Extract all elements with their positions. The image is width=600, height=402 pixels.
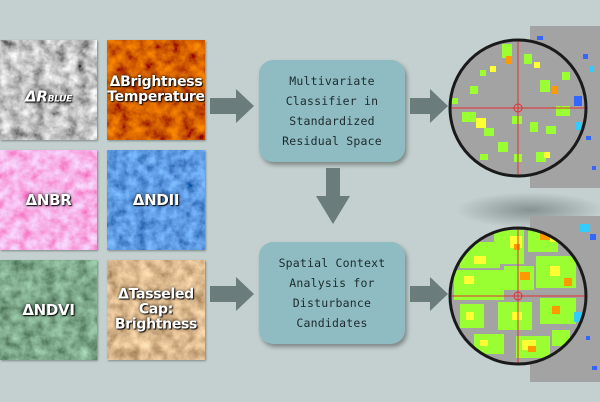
tile-label-brightness-temperature: ΔBrightness Temperature bbox=[107, 74, 205, 105]
texture-magenta bbox=[0, 150, 97, 250]
spatial-result-map bbox=[448, 216, 600, 382]
texture-red bbox=[107, 40, 205, 140]
tile-label-nbr: ΔNBR bbox=[25, 191, 72, 209]
lens-rim bbox=[448, 226, 588, 366]
arrow-inputs-to-spatial bbox=[210, 277, 254, 311]
disturbance-pixels bbox=[454, 228, 586, 358]
classifier-box: Multivariate Classifier in Standardized … bbox=[259, 60, 405, 162]
tile-r-blue: ΔRBLUE bbox=[0, 40, 97, 140]
classified-pixels bbox=[452, 44, 582, 162]
arrow-inputs-to-classifier bbox=[210, 89, 254, 123]
arrow-classifier-to-result bbox=[410, 89, 448, 123]
arrow-spatial-to-result bbox=[410, 277, 448, 311]
label-blue-subscript: BLUE bbox=[47, 94, 73, 105]
crosshair bbox=[450, 40, 586, 176]
texture-green bbox=[0, 260, 97, 360]
tile-tasseled-cap: ΔTasseled Cap: Brightness bbox=[107, 260, 205, 360]
crosshair bbox=[450, 228, 586, 364]
tile-ndii: ΔNDII bbox=[107, 150, 205, 250]
classifier-result-map bbox=[448, 26, 600, 188]
arrow-classifier-to-spatial bbox=[316, 168, 350, 224]
tile-label-tasseled-cap: ΔTasseled Cap: Brightness bbox=[114, 286, 198, 333]
label-r: ΔR bbox=[25, 87, 48, 106]
tile-label-ndvi: ΔNDVI bbox=[22, 301, 75, 319]
blue-outside-specks bbox=[537, 36, 596, 170]
lens-rim bbox=[448, 38, 588, 178]
spatial-context-box: Spatial Context Analysis for Disturbance… bbox=[259, 242, 405, 344]
texture-tan bbox=[107, 260, 205, 360]
texture-gray bbox=[0, 40, 97, 140]
tile-label-r-blue: ΔRBLUE bbox=[0, 73, 97, 108]
tile-label-ndii: ΔNDII bbox=[132, 191, 180, 209]
tile-nbr: ΔNBR bbox=[0, 150, 97, 250]
blue-outside-specks bbox=[580, 224, 597, 370]
texture-blue bbox=[107, 150, 205, 250]
tile-brightness-temperature: ΔBrightness Temperature bbox=[107, 40, 205, 140]
tile-ndvi: ΔNDVI bbox=[0, 260, 97, 360]
